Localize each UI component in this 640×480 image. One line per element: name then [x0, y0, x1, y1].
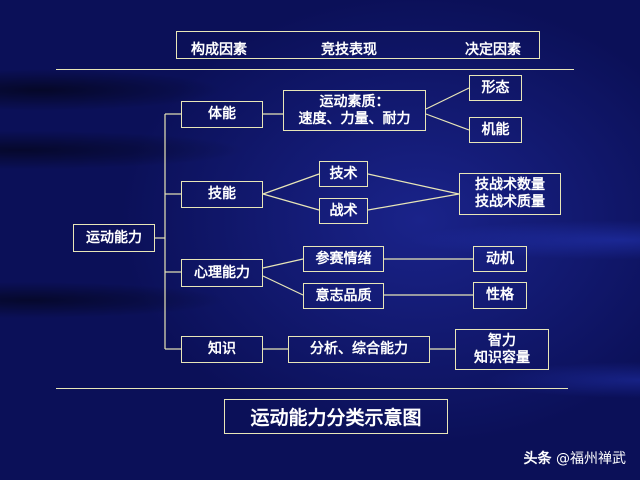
node-analysis: 分析、综合能力 [288, 336, 430, 363]
technique-label: 技术 [329, 165, 358, 182]
willpower-label: 意志品质 [315, 287, 372, 304]
node-technique: 技术 [319, 161, 368, 187]
branch-skill: 技能 [181, 181, 263, 208]
athletic-quality-line1: 运动素质： [319, 93, 390, 110]
node-tactics: 战术 [319, 198, 368, 224]
outcome-intelligence: 智力 知识容量 [455, 329, 549, 370]
watermark-handle: @福州禅武 [556, 451, 626, 467]
branch-skill-label: 技能 [208, 186, 236, 202]
athletic-quality-line2: 速度、力量、耐力 [298, 110, 411, 127]
root-node-athletic-ability: 运动能力 [73, 224, 155, 252]
top-divider [56, 69, 574, 70]
intelligence-line1: 智力 [488, 332, 516, 349]
branch-psychological-label: 心理能力 [194, 264, 250, 281]
header-col-factors: 构成因素 [191, 42, 247, 58]
root-label: 运动能力 [86, 229, 142, 246]
outcome-form: 形态 [469, 75, 522, 101]
outcome-function: 机能 [469, 117, 522, 143]
header-bar: 构成因素 竞技表现 决定因素 [176, 31, 540, 59]
node-competition-mood: 参赛情绪 [303, 246, 384, 272]
outcome-tech-tactics: 技战术数量 技战术质量 [459, 173, 561, 215]
header-col-determinants: 决定因素 [465, 42, 521, 58]
caption-text: 运动能力分类示意图 [250, 407, 422, 429]
tech-tactics-line1: 技战术数量 [475, 177, 545, 193]
tech-tactics-line2: 技战术质量 [475, 194, 545, 210]
form-label: 形态 [481, 79, 510, 96]
bottom-divider [56, 388, 568, 389]
diagram-caption: 运动能力分类示意图 [224, 399, 448, 434]
branch-psychological: 心理能力 [181, 259, 263, 287]
node-willpower: 意志品质 [303, 283, 384, 309]
branch-knowledge-label: 知识 [208, 341, 236, 357]
motivation-label: 动机 [486, 250, 514, 267]
function-label: 机能 [481, 121, 510, 138]
branch-knowledge: 知识 [181, 336, 263, 363]
outcome-personality: 性格 [473, 282, 527, 309]
watermark: 头条 @福州禅武 [524, 448, 626, 468]
analysis-label: 分析、综合能力 [310, 341, 408, 357]
branch-physical-label: 体能 [208, 106, 236, 122]
branch-physical: 体能 [181, 101, 263, 128]
node-athletic-quality: 运动素质： 速度、力量、耐力 [283, 90, 426, 131]
competition-mood-label: 参赛情绪 [315, 250, 372, 267]
tactics-label: 战术 [329, 202, 358, 219]
intelligence-line2: 知识容量 [474, 349, 530, 366]
header-col-performance: 竞技表现 [321, 42, 377, 58]
outcome-motivation: 动机 [473, 246, 527, 272]
watermark-prefix: 头条 [523, 451, 552, 467]
personality-label: 性格 [486, 287, 514, 303]
